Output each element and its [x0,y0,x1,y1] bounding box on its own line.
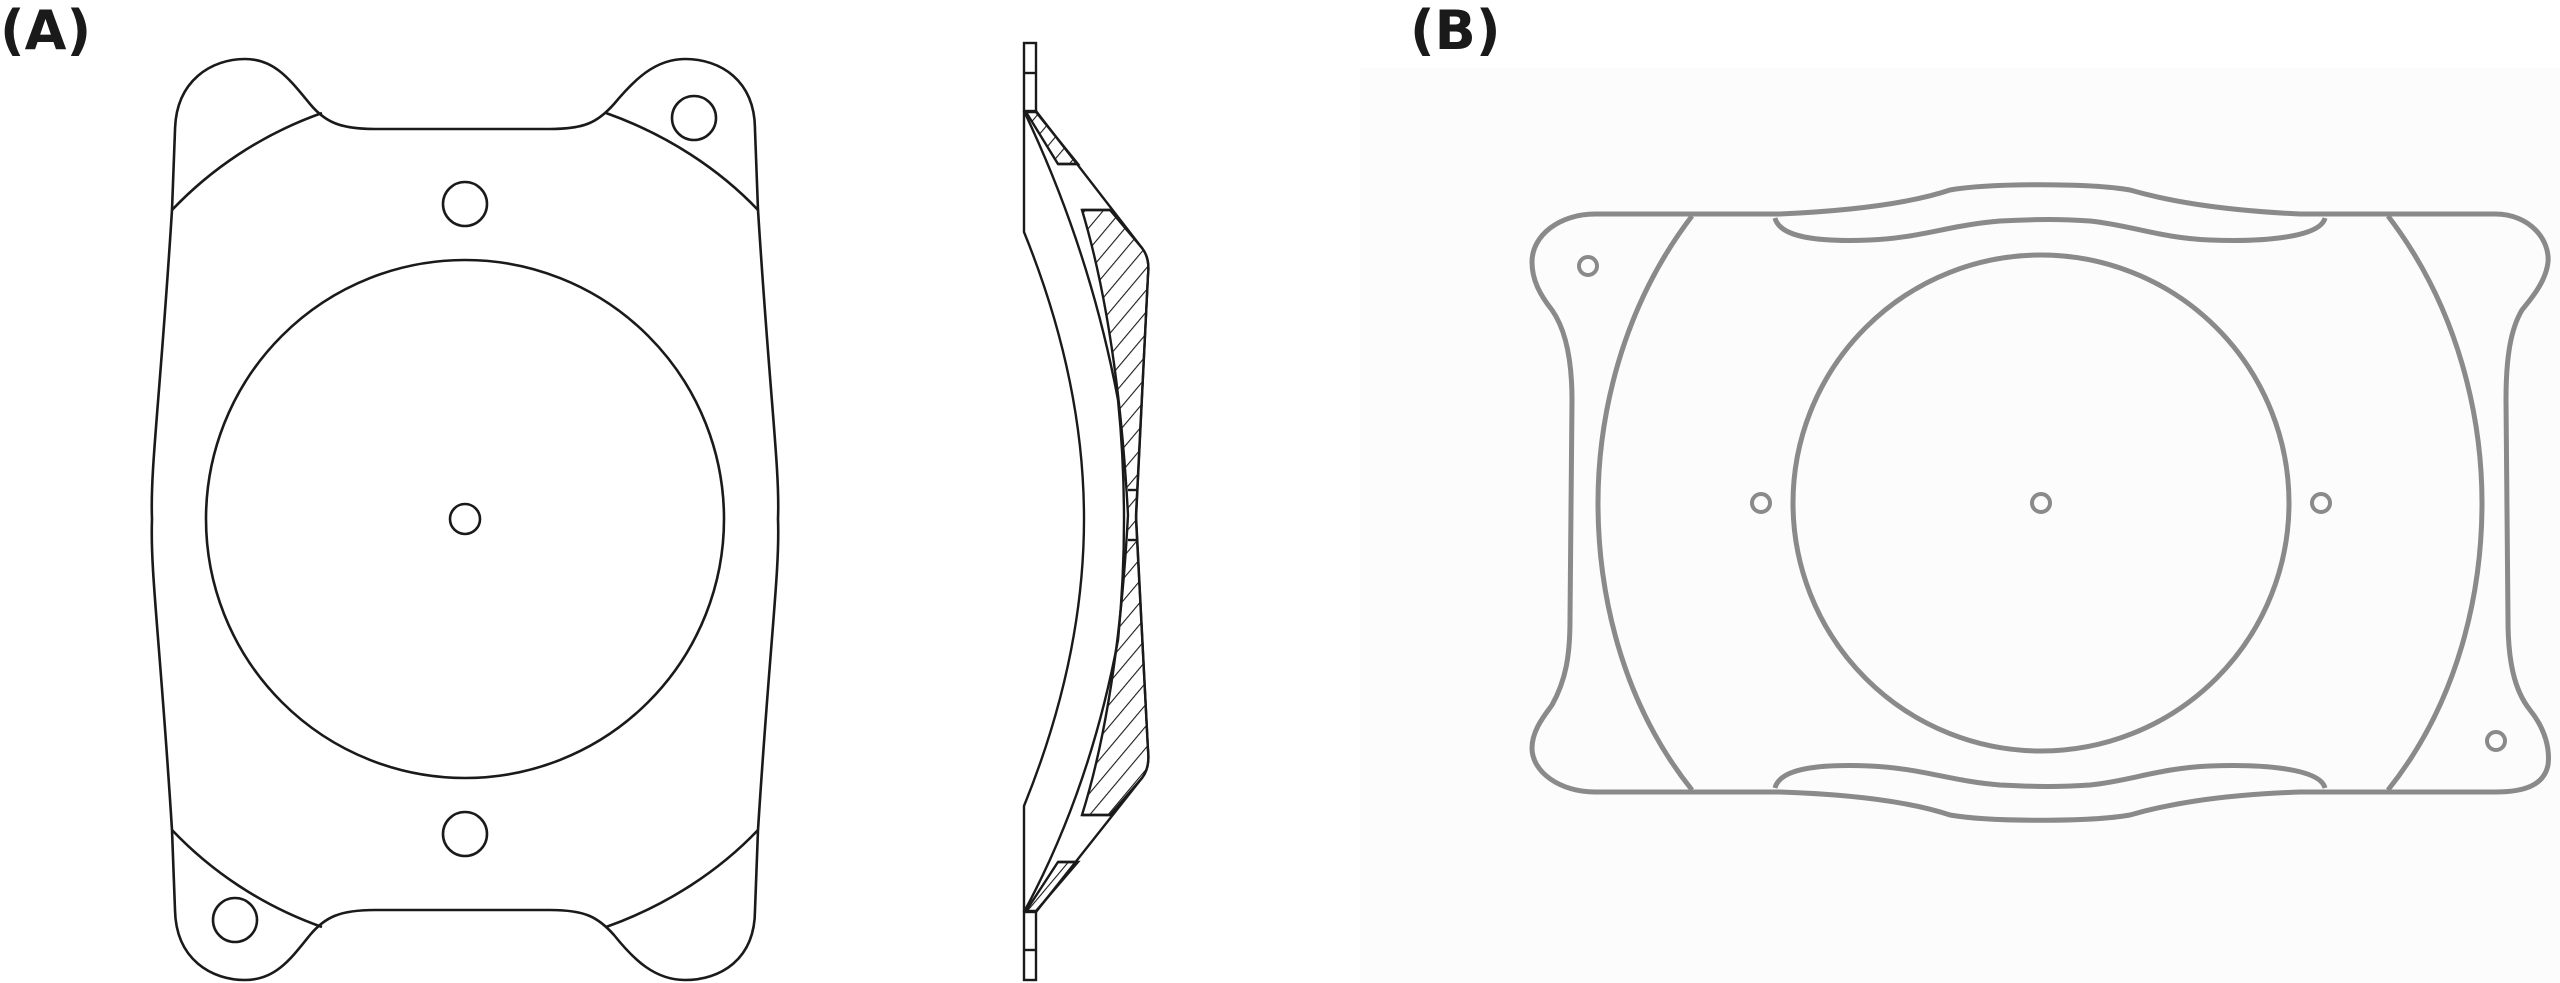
top-wave-groove [1772,216,2328,243]
panel-b-label: (B) [1410,0,1501,62]
haptic-boundary-top-left [171,111,323,211]
optic-circle [204,258,726,780]
optic-circle-b [1790,252,2292,754]
anterior-edge [1035,110,1150,913]
bottom-wave-groove [1772,763,2328,790]
hole-top-left-corner-b [1577,255,1599,277]
hatched-tip-bottom [1023,860,1081,913]
hole-left-b [1750,492,1772,514]
panel-a-label: (A) [0,0,92,62]
haptic-boundary-top-right [605,111,759,211]
haptic-arc-right [2386,214,2485,792]
posterior-edge [1022,111,1086,912]
lens-outline [150,57,780,982]
hole-top-right-corner [670,94,718,142]
hatched-section [1080,208,1150,817]
panel-a-side-profile [1022,41,1150,982]
bottom-tab [1022,910,1038,982]
hole-bottom-right-corner-b [2485,730,2507,752]
panel-a-front-view [150,57,780,982]
haptic-boundary-bottom-right [605,829,759,929]
hole-right-b [2310,492,2332,514]
lens-outline-b [1529,182,2551,823]
top-tab [1022,41,1038,113]
inner-curve [1022,110,1126,913]
hole-bottom-left-corner [211,896,259,944]
haptic-arc-left [1595,214,1694,792]
hatched-tip-top [1023,110,1081,166]
haptic-boundary-bottom-left [171,829,323,929]
hole-bottom [441,810,489,858]
hole-top [441,180,489,228]
center-hole [448,502,482,536]
panel-b-lens [1529,182,2551,823]
center-hole-b [2030,492,2052,514]
